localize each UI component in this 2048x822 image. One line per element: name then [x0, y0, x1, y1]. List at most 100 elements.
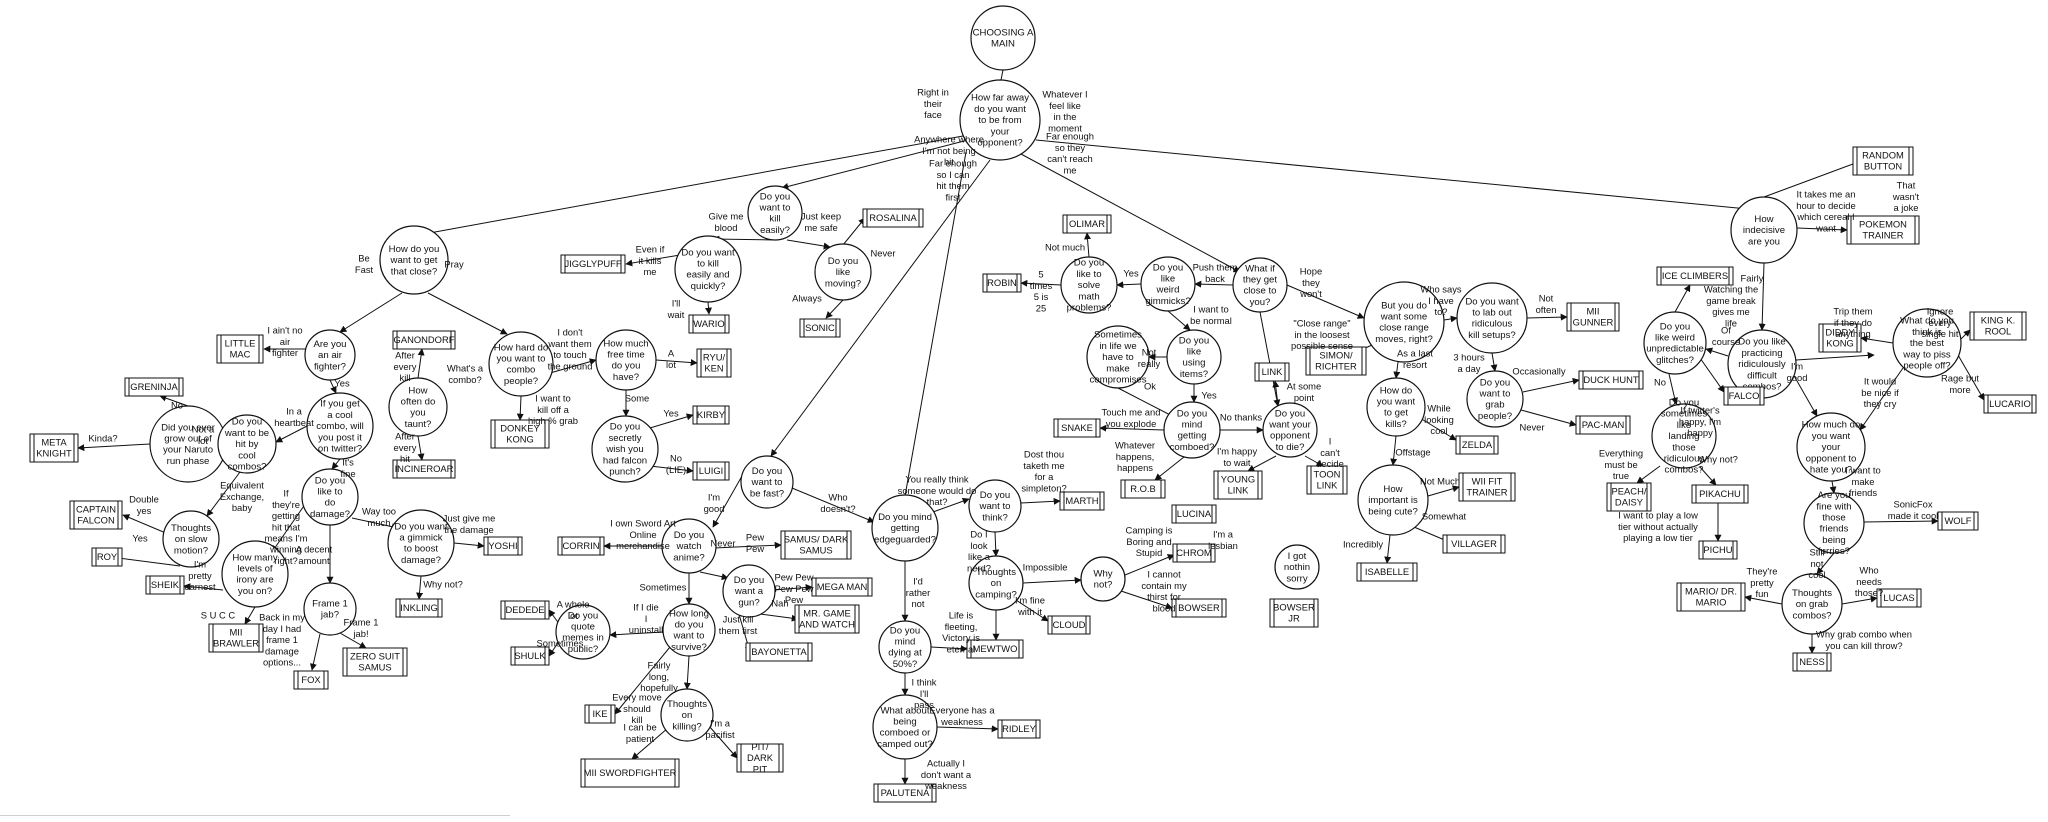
character-villager: VILLAGER	[1442, 534, 1506, 554]
connector-line	[1796, 226, 1848, 234]
connector-line	[159, 394, 189, 407]
character-duck-hunt: DUCK HUNT	[1578, 370, 1644, 390]
connector-line	[1795, 351, 1875, 361]
node-circle	[1781, 573, 1843, 635]
node-circle	[747, 185, 803, 241]
character-box-inner	[696, 405, 726, 425]
character-box-inner	[877, 783, 933, 803]
connector-line	[1522, 377, 1580, 393]
connector-line	[427, 292, 508, 335]
character-box-inner	[866, 208, 920, 228]
character-box-inner	[1124, 479, 1162, 499]
character-name: PEACH/DAISY	[1612, 486, 1647, 508]
connector-line	[516, 395, 524, 421]
character-name: MARTH	[1065, 495, 1098, 506]
connector-line	[842, 217, 866, 246]
connector-line	[649, 465, 694, 474]
connector-line	[704, 301, 712, 315]
character-bayonetta: BAYONETTA	[745, 642, 813, 662]
connector-line	[1020, 153, 1241, 273]
character-link: LINK	[1254, 362, 1290, 382]
connector-line	[614, 646, 671, 715]
character-name: SNAKE	[1061, 422, 1093, 433]
node-circle	[1232, 257, 1288, 313]
character-name: FALCO	[1729, 390, 1760, 401]
edge-label-never-grab: Never	[1519, 422, 1544, 433]
character-mario: MARIO/ DR.MARIO	[1676, 582, 1746, 612]
edge-label-kinda: Kinda?	[88, 433, 117, 444]
character-name: MEWTWO	[973, 643, 1018, 654]
character-name: SIMON/RICHTER	[1315, 350, 1357, 372]
edge-label-some: Some	[625, 393, 650, 404]
divider-line	[0, 815, 510, 816]
node-circle	[814, 243, 872, 301]
character-box-inner	[220, 334, 260, 364]
character-name: INCINEROAR	[395, 463, 454, 474]
character-name: RIDLEY	[1002, 723, 1037, 734]
connector-line	[1020, 497, 1061, 505]
character-yoshi: YOSHI	[483, 536, 523, 556]
node-circle	[1262, 402, 1318, 458]
character-box-inner	[504, 600, 546, 620]
node-circle	[878, 620, 932, 674]
node-circle	[303, 582, 357, 636]
connector-line	[791, 487, 875, 523]
character-name: LUCINA	[1177, 508, 1212, 519]
connector-line	[1841, 595, 1878, 605]
connector-line	[1304, 455, 1324, 467]
connector-line	[781, 139, 969, 190]
connector-line	[699, 571, 729, 581]
character-box-inner	[396, 330, 452, 350]
node-circle	[162, 510, 220, 568]
character-box-inner	[1273, 598, 1315, 628]
node-circle	[660, 688, 714, 742]
character-box-inner	[399, 598, 439, 618]
character-box-inner	[1941, 511, 1975, 531]
connector-line	[712, 235, 777, 243]
character-box-inner	[297, 670, 325, 690]
connector-line	[609, 631, 664, 639]
